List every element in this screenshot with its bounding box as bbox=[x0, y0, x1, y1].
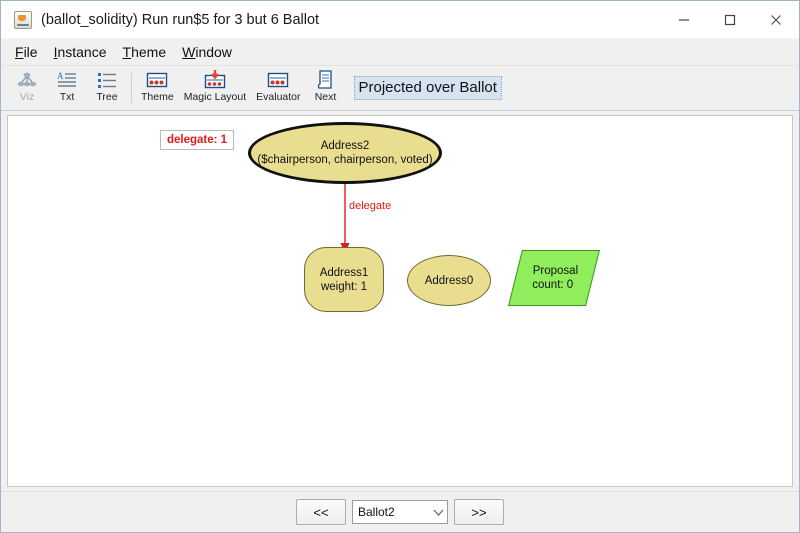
toolbar-label: Evaluator bbox=[256, 90, 301, 103]
menu-item-file[interactable]: File bbox=[7, 42, 46, 62]
toolbar-button-viz[interactable]: Viz bbox=[7, 68, 47, 109]
theme-window-icon bbox=[146, 69, 168, 91]
projected-over-button[interactable]: Projected over Ballot bbox=[353, 76, 502, 100]
minimize-button[interactable] bbox=[661, 1, 707, 38]
bottom-navigation-bar: << Ballot2 >> bbox=[1, 491, 799, 532]
window-controls bbox=[661, 1, 799, 38]
java-coffee-cup-icon bbox=[14, 10, 32, 29]
toolbar-button-txt[interactable]: A Txt bbox=[47, 68, 87, 109]
graph-viz-icon bbox=[17, 69, 37, 91]
window-title: (ballot_solidity) Run run$5 for 3 but 6 … bbox=[41, 11, 320, 28]
node-line1: Proposal bbox=[533, 265, 579, 277]
menu-label: indow bbox=[195, 44, 232, 60]
menu-item-instance[interactable]: Instance bbox=[46, 42, 115, 62]
toolbar-label: Tree bbox=[96, 90, 118, 103]
menu-bar: File Instance Theme Window bbox=[1, 39, 799, 66]
graph-node-proposal[interactable]: Proposal count: 0 bbox=[508, 250, 600, 306]
menu-mnemonic: I bbox=[53, 44, 58, 60]
toolbar-button-next[interactable]: Next bbox=[306, 68, 346, 109]
graph-canvas[interactable]: delegate: 1 delegate Address2 ($chairper… bbox=[7, 115, 793, 487]
title-bar: (ballot_solidity) Run run$5 for 3 but 6 … bbox=[1, 1, 799, 39]
toolbar: Viz A Txt bbox=[1, 66, 799, 111]
toolbar-label: Theme bbox=[141, 90, 174, 103]
previous-instance-button[interactable]: << bbox=[296, 499, 346, 525]
menu-label: ile bbox=[23, 44, 38, 60]
close-button[interactable] bbox=[753, 1, 799, 38]
edge-label-delegate: delegate bbox=[349, 200, 392, 212]
node-line1: Address1 bbox=[319, 266, 369, 279]
toolbar-label: Viz bbox=[19, 90, 35, 103]
menu-mnemonic: W bbox=[182, 44, 196, 60]
menu-mnemonic: F bbox=[15, 44, 24, 60]
toolbar-button-evaluator[interactable]: Evaluator bbox=[251, 68, 305, 109]
canvas-wrapper: delegate: 1 delegate Address2 ($chairper… bbox=[1, 111, 799, 491]
next-scroll-icon bbox=[317, 69, 335, 91]
toolbar-button-magic-layout[interactable]: Magic Layout bbox=[179, 68, 251, 109]
toolbar-label: Txt bbox=[59, 90, 75, 103]
node-line1: Address0 bbox=[424, 274, 474, 287]
toolbar-label: Magic Layout bbox=[183, 90, 247, 103]
next-instance-button[interactable]: >> bbox=[454, 499, 504, 525]
magic-layout-icon bbox=[204, 69, 226, 91]
toolbar-label: Next bbox=[314, 90, 337, 103]
menu-label: nstance bbox=[57, 44, 107, 60]
node-line2: count: 0 bbox=[531, 279, 573, 291]
menu-item-window[interactable]: Window bbox=[174, 42, 240, 62]
text-lines-icon: A bbox=[57, 69, 77, 91]
menu-mnemonic: T bbox=[122, 44, 132, 60]
tree-list-icon bbox=[97, 69, 117, 91]
legend-delegate: delegate: 1 bbox=[160, 130, 235, 150]
node-line1: Address2 bbox=[320, 140, 370, 152]
menu-item-theme[interactable]: Theme bbox=[115, 42, 175, 62]
menu-label: heme bbox=[131, 44, 167, 60]
graph-node-address1[interactable]: Address1 weight: 1 bbox=[304, 247, 384, 312]
node-line2: ($chairperson, chairperson, voted) bbox=[257, 154, 433, 166]
maximize-button[interactable] bbox=[707, 1, 753, 38]
chevron-down-icon[interactable] bbox=[429, 501, 447, 523]
instance-selector[interactable]: Ballot2 bbox=[352, 500, 448, 524]
graph-node-address2[interactable]: Address2 ($chairperson, chairperson, vot… bbox=[248, 122, 442, 184]
graph-node-address0[interactable]: Address0 bbox=[407, 255, 491, 306]
svg-text:A: A bbox=[57, 71, 64, 81]
toolbar-button-theme[interactable]: Theme bbox=[136, 68, 179, 109]
toolbar-separator bbox=[131, 73, 132, 103]
evaluator-icon bbox=[267, 69, 289, 91]
toolbar-button-tree[interactable]: Tree bbox=[87, 68, 127, 109]
instance-selector-value: Ballot2 bbox=[358, 505, 395, 519]
node-line2: weight: 1 bbox=[320, 280, 368, 293]
